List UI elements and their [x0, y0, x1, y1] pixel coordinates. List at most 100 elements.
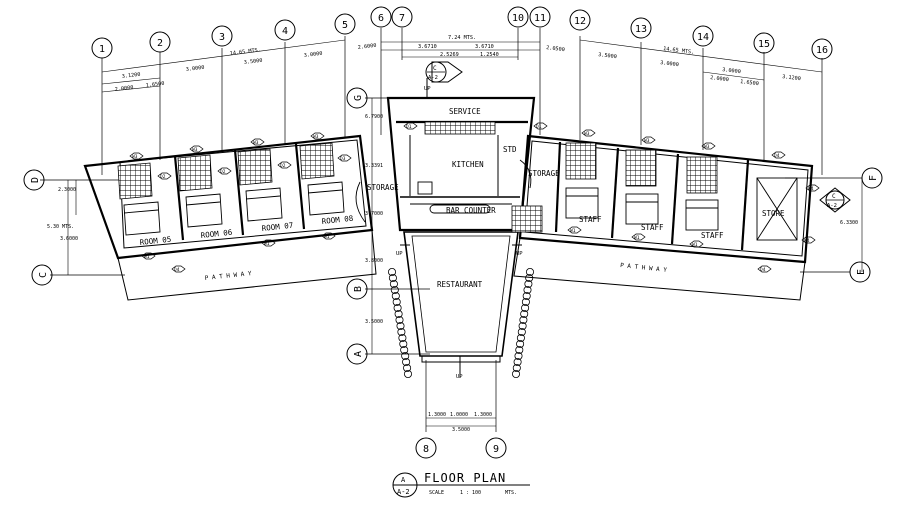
- grid-bubble-5: 5: [334, 13, 356, 35]
- tag-d4: D4: [171, 265, 186, 273]
- dim-top-center-total: 7.24 MTS.: [448, 35, 476, 41]
- title-text: FLOOR PLAN: [424, 471, 506, 485]
- grid-bubble-7: 7: [391, 6, 413, 28]
- hedge-shrub: [403, 363, 412, 372]
- hedge-shrub: [401, 351, 410, 360]
- hedge-shrub: [393, 303, 402, 312]
- svg-text:15: 15: [758, 39, 770, 50]
- tag-d3: D3: [337, 154, 352, 162]
- label-room05: ROOM 05: [139, 235, 171, 247]
- hedge-shrub: [526, 267, 535, 276]
- tag-w3: W3: [310, 132, 325, 140]
- dim-bottom-b: 1.0000: [450, 412, 468, 418]
- dim-tl1: 3.1200: [122, 72, 141, 80]
- grid-bubble-15: 15: [753, 32, 775, 54]
- top-dimensions: [101, 39, 823, 93]
- tag-w3: W3: [641, 136, 656, 144]
- dim-bottom-total: 3.5000: [452, 427, 470, 433]
- grid-bubble-10: 10: [507, 6, 529, 28]
- room-labels: SERVICE KITCHEN STD STORAGE STORAGE BAR …: [139, 107, 785, 289]
- svg-text:D4: D4: [174, 267, 180, 273]
- svg-text:D: D: [30, 177, 41, 183]
- svg-text:3: 3: [219, 32, 225, 43]
- hedge-shrub: [399, 339, 408, 348]
- tag-d2: D2: [277, 161, 292, 169]
- title-scale-unit: MTS.: [505, 490, 517, 496]
- svg-text:W1: W1: [634, 235, 640, 241]
- svg-text:B: B: [353, 286, 364, 292]
- tag-d2: D2: [157, 172, 172, 180]
- dim-tr5: 3.1200: [782, 74, 801, 82]
- tag-w1: W1: [261, 239, 276, 247]
- dim-top-left-total: 14.65 MTS.: [230, 47, 262, 57]
- svg-text:D2: D2: [280, 163, 286, 169]
- label-staff1: STAFF: [579, 215, 602, 224]
- dim-bottom-a: 1.3000: [428, 412, 446, 418]
- hedge-shrub: [389, 279, 398, 288]
- hedge-shrub: [387, 267, 396, 276]
- label-storage-right: STORAGE: [528, 169, 560, 178]
- tag-w1: W1: [631, 233, 646, 241]
- dim-tl3: 3.5000: [244, 58, 263, 66]
- grid-bubble-3: 3: [211, 25, 233, 47]
- dim-tl5: 2.6000: [358, 43, 377, 51]
- svg-text:12: 12: [574, 16, 586, 27]
- svg-text:W3: W3: [704, 144, 710, 150]
- tag-w3: W3: [581, 129, 596, 137]
- label-service: SERVICE: [449, 107, 481, 116]
- up-label-right: UP: [516, 251, 523, 257]
- svg-text:G: G: [353, 95, 364, 101]
- grid-bubble-f: F: [861, 167, 883, 189]
- hedge-shrub: [513, 357, 522, 366]
- svg-text:W1: W1: [570, 228, 576, 234]
- furniture: [123, 159, 798, 241]
- label-pathway-right: P A T H W A Y: [620, 262, 668, 274]
- hedge-shrub: [395, 315, 404, 324]
- svg-text:W3: W3: [253, 140, 259, 146]
- dim-center-e: 3.5000: [365, 319, 383, 325]
- svg-text:W3: W3: [313, 134, 319, 140]
- grid-bubble-1: 1: [91, 37, 113, 59]
- grid-bubble-9: 9: [485, 437, 507, 459]
- dim-bottom-c: 1.3000: [474, 412, 492, 418]
- svg-text:10: 10: [512, 13, 524, 24]
- hedge-shrub: [523, 285, 532, 294]
- svg-text:11: 11: [534, 13, 546, 24]
- grid-bubble-2: 2: [149, 31, 171, 53]
- tag-d1: D1: [533, 122, 548, 130]
- grid-bubble-8: 8: [415, 437, 437, 459]
- svg-text:D4: D4: [774, 153, 780, 159]
- svg-text:W4: W4: [804, 238, 810, 244]
- hedge-shrub: [512, 369, 521, 378]
- hedge-shrub: [524, 279, 533, 288]
- svg-text:8: 8: [423, 444, 429, 455]
- title-letter: A: [401, 476, 406, 484]
- dim-center-b: 3.7000: [365, 211, 383, 217]
- svg-text:2: 2: [157, 38, 163, 49]
- grid-bubble-4: 4: [274, 19, 296, 41]
- hedge-shrub: [392, 297, 401, 306]
- svg-text:W4: W4: [808, 186, 814, 192]
- up-label-top: UP: [424, 86, 431, 92]
- label-pathway-left: P A T H W A Y: [204, 270, 252, 282]
- dim-center-a: 6.7900: [365, 114, 383, 120]
- label-storage-left: STORAGE: [367, 183, 399, 192]
- hedge-shrub: [514, 351, 523, 360]
- svg-text:1: 1: [99, 44, 105, 55]
- hedge-shrub: [390, 285, 399, 294]
- svg-text:F: F: [868, 175, 879, 181]
- section-right-sheet: A-2: [827, 203, 837, 209]
- grid-bubble-13: 13: [630, 17, 652, 39]
- section-right-letter: C: [832, 193, 836, 200]
- label-std: STD: [503, 145, 517, 154]
- hedge-shrub: [402, 357, 411, 366]
- hedge-shrub: [512, 363, 521, 372]
- label-kitchen: KITCHEN: [452, 160, 484, 169]
- svg-text:13: 13: [635, 24, 647, 35]
- hedge-shrub: [518, 321, 527, 330]
- dim-right-total: 6.3300: [840, 220, 858, 226]
- svg-text:W3: W3: [192, 147, 198, 153]
- svg-text:E: E: [856, 269, 867, 275]
- svg-text:D1: D1: [406, 124, 412, 130]
- svg-text:D2: D2: [160, 174, 166, 180]
